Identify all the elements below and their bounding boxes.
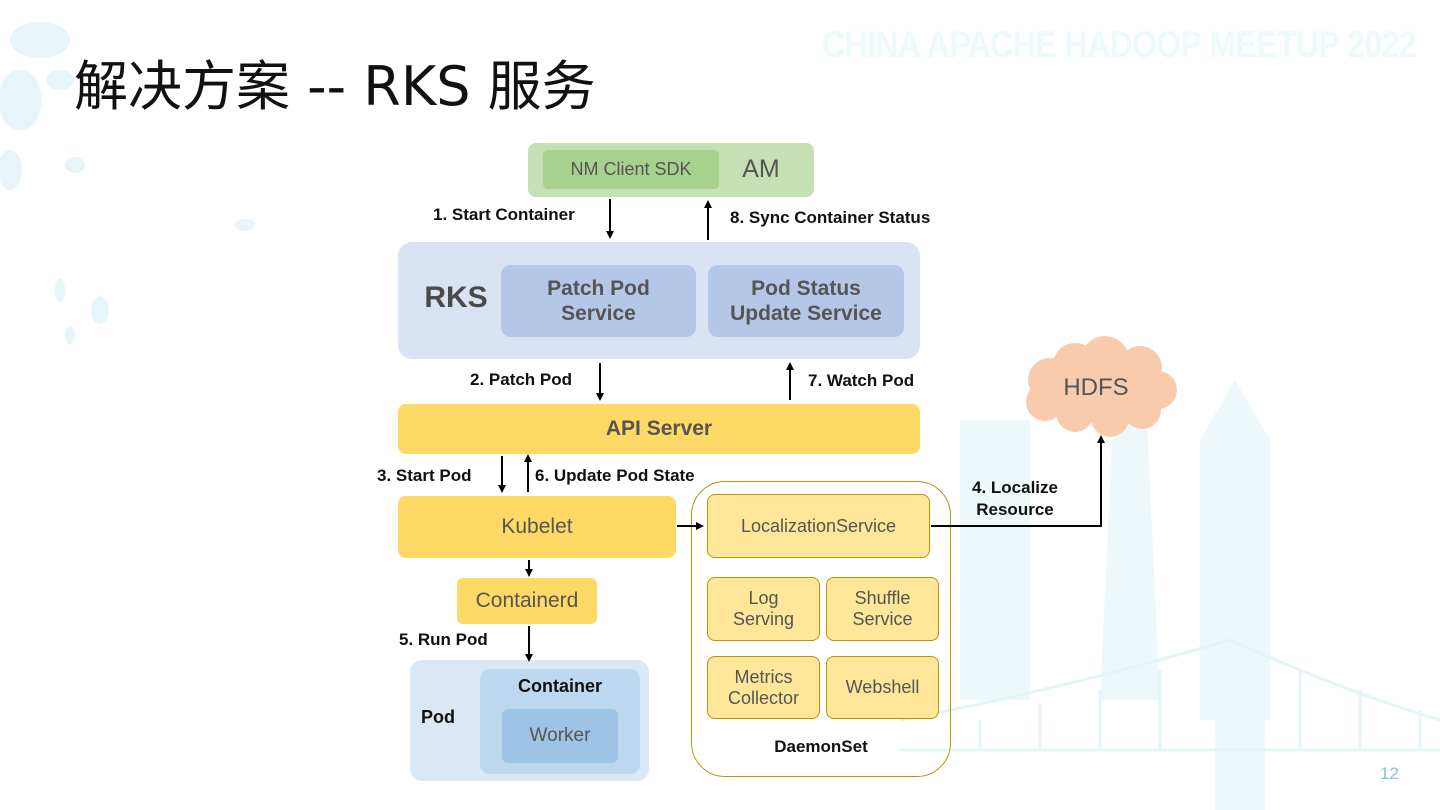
daemonset-label: DaemonSet xyxy=(774,737,868,756)
shuffle-service-line1: Shuffle xyxy=(854,588,911,608)
step-4-line2: Resource xyxy=(976,500,1054,519)
bridge-decoration xyxy=(899,638,1440,752)
metrics-collector-line2: Collector xyxy=(727,687,800,708)
step-4-label: 4. Localize Resource xyxy=(955,477,1075,521)
city-skyline-decoration xyxy=(960,380,1270,810)
log-serving-line1: Log xyxy=(748,588,779,608)
patch-pod-service-line1: Patch Pod xyxy=(547,277,650,300)
patch-pod-service-box: Patch Pod Service xyxy=(501,265,696,337)
rks-label: RKS xyxy=(424,281,488,314)
nm-client-sdk-box: NM Client SDK xyxy=(543,150,719,189)
step-3-label: 3. Start Pod xyxy=(377,466,472,485)
step-2-label: 2. Patch Pod xyxy=(470,370,573,389)
pod-status-update-service-line2: Update Service xyxy=(730,302,882,325)
shuffle-service-box: Shuffle Service xyxy=(826,577,939,641)
log-serving-line2: Serving xyxy=(732,609,795,629)
paint-splash-decoration xyxy=(0,22,255,344)
worker-box: Worker xyxy=(502,709,618,763)
pod-label: Pod xyxy=(421,706,455,727)
step-6-label: 6. Update Pod State xyxy=(535,466,695,485)
metrics-collector-box: Metrics Collector xyxy=(707,656,820,719)
slide-title: 解决方案 -- RKS 服务 xyxy=(74,55,596,118)
step-5-label: 5. Run Pod xyxy=(399,630,488,649)
container-label: Container xyxy=(517,675,602,696)
step-8-label: 8. Sync Container Status xyxy=(730,208,931,227)
webshell-box: Webshell xyxy=(826,656,939,719)
pod-status-update-service-box: Pod Status Update Service xyxy=(708,265,904,337)
kubelet-box: Kubelet xyxy=(398,496,676,558)
step-1-label: 1. Start Container xyxy=(433,205,575,224)
metrics-collector-line1: Metrics xyxy=(734,666,793,687)
conference-watermark: CHINA APACHE HADOOP MEETUP 2022 xyxy=(822,24,1417,65)
hdfs-label: HDFS xyxy=(1063,374,1129,401)
daemonset-group xyxy=(691,481,951,777)
patch-pod-service-line2: Service xyxy=(561,302,636,325)
step-4-line1: 4. Localize xyxy=(972,478,1058,497)
log-serving-box: Log Serving xyxy=(707,577,820,641)
page-number: 12 xyxy=(1380,764,1399,783)
api-server-box: API Server xyxy=(398,404,920,454)
step-7-label: 7. Watch Pod xyxy=(808,371,915,390)
am-label: AM xyxy=(742,155,780,183)
localization-service-box: LocalizationService xyxy=(707,494,930,558)
containerd-box: Containerd xyxy=(457,578,597,624)
shuffle-service-line2: Service xyxy=(852,609,913,629)
pod-status-update-service-line1: Pod Status xyxy=(751,277,861,300)
